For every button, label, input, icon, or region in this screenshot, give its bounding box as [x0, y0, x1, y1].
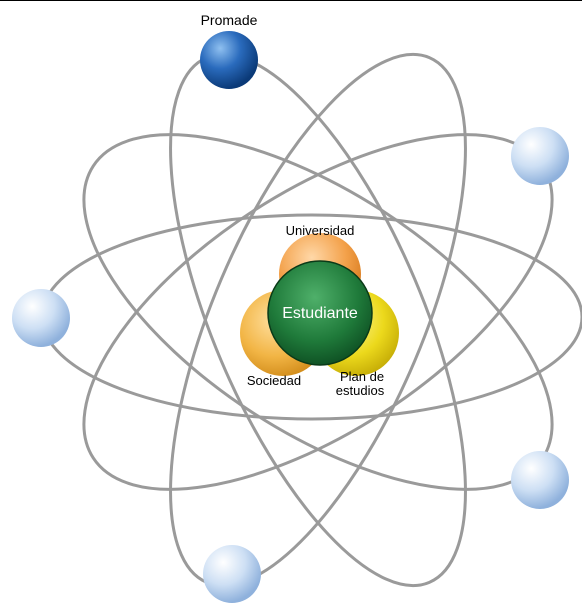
node-bottom[interactable] — [203, 545, 261, 603]
node-promade[interactable] — [200, 31, 258, 89]
label-universidad: Universidad — [286, 223, 355, 238]
node-bottom-right[interactable] — [511, 451, 569, 509]
label-estudiante: Estudiante — [282, 305, 358, 322]
label-promade: Promade — [201, 12, 258, 28]
label-sociedad: Sociedad — [247, 373, 301, 388]
label-plan-de: Plan de — [340, 369, 384, 384]
label-estudios: estudios — [336, 383, 385, 398]
node-top-right[interactable] — [511, 127, 569, 185]
node-left[interactable] — [12, 289, 70, 347]
